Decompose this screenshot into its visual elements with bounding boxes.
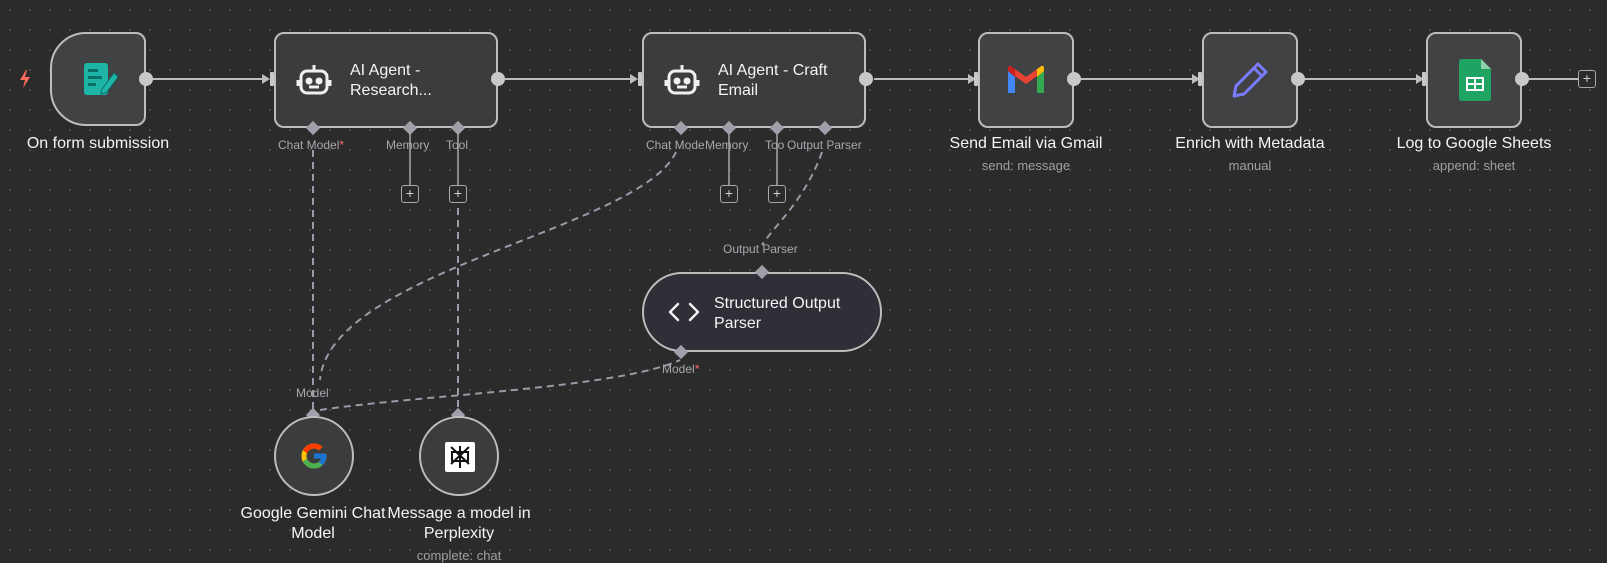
craft-email-add-memory-button[interactable]: + [720,185,738,203]
enrich-output-handle[interactable] [1291,72,1305,86]
research-port-label-memory: Memory [386,138,430,152]
node-send-email-via-gmail[interactable] [978,32,1074,128]
node-message-model-perplexity[interactable] [419,416,499,496]
node-title-perplexity: Message a model in Perplexity [387,505,531,542]
node-subtitle-sheets: append: sheet [1432,158,1516,173]
craft-email-output-handle[interactable] [859,72,873,86]
node-structured-output-parser[interactable]: Structured Output Parser [642,272,882,352]
node-title-parser: Structured Output Parser [714,295,841,332]
node-title-craft-email: AI Agent - Craft Email [718,62,828,99]
craft-email-port-label-output-parser: Output Parser [787,138,862,152]
node-title-research: AI Agent - Research... [350,62,432,99]
edge-gemini-email [319,151,677,381]
sheets-output-handle[interactable] [1515,72,1529,86]
sheets-input-handle[interactable] [1422,72,1426,86]
craft-email-port-label-memory: Memory [705,138,749,152]
gmail-icon [1006,64,1046,96]
craft-email-input-handle[interactable] [638,72,642,86]
research-input-handle[interactable] [270,72,274,86]
robot-icon [662,60,702,100]
edge-parser-email [761,151,823,246]
enrich-input-handle[interactable] [1198,72,1202,86]
add-node-after-sheets-button[interactable]: + [1578,70,1596,88]
node-subtitle-enrich: manual [1228,158,1272,173]
trigger-output-handle[interactable] [139,72,153,86]
node-ai-agent-craft-email[interactable]: AI Agent - Craft Email [642,32,866,128]
perplexity-icon [443,440,477,474]
parser-port-label-model: Model* [662,362,700,376]
node-subtitle-gmail: send: message [981,158,1071,173]
research-output-handle[interactable] [491,72,505,86]
node-google-gemini-chat-model[interactable] [274,416,354,496]
gemini-output-label: Model [296,386,329,400]
form-icon [76,57,120,101]
node-enrich-with-metadata[interactable] [1202,32,1298,128]
research-add-memory-button[interactable]: + [401,185,419,203]
craft-email-add-tool-button[interactable]: + [768,185,786,203]
craft-email-port-label-chat-model: Chat Mode [646,138,705,152]
node-title-sheets: Log to Google Sheets [1396,135,1552,152]
gmail-output-handle[interactable] [1067,72,1081,86]
node-title-trigger: On form submission [26,135,170,152]
research-add-tool-button[interactable]: + [449,185,467,203]
google-g-icon [296,438,332,474]
gmail-input-handle[interactable] [974,72,978,86]
node-title-enrich: Enrich with Metadata [1175,135,1325,152]
node-ai-agent-research[interactable]: AI Agent - Research... [274,32,498,128]
parser-input-label: Output Parser [723,242,798,256]
google-sheets-icon [1458,58,1492,102]
edge-gemini-parser [319,359,681,411]
node-on-form-submission[interactable] [50,32,146,126]
trigger-bolt-icon [20,70,30,88]
node-subtitle-perplexity: complete: chat [416,548,502,563]
craft-email-port-label-tool: Too [765,138,785,152]
pen-icon [1230,60,1270,100]
node-title-gemini: Google Gemini Chat Model [240,505,386,542]
research-port-label-chat-model: Chat Model* [278,138,345,152]
node-log-to-google-sheets[interactable] [1426,32,1522,128]
node-title-gmail: Send Email via Gmail [949,135,1103,152]
code-brackets-icon [666,294,702,330]
research-port-label-tool: Tool [446,138,469,152]
robot-icon [294,60,334,100]
